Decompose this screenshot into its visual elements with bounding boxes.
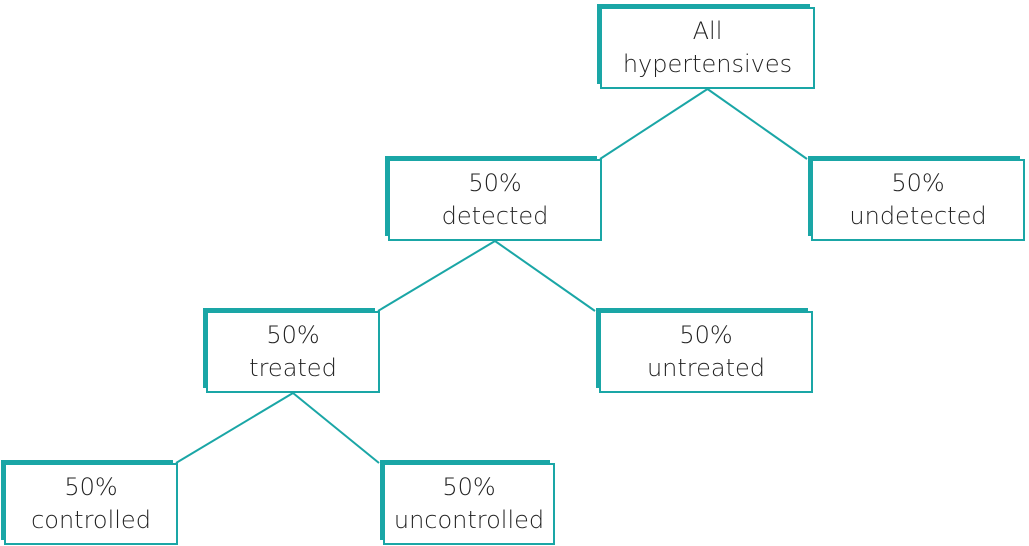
node-untreated-line2: untreated [646, 354, 766, 382]
node-uncontrolled-line1: 50% [442, 473, 496, 501]
node-undetected: 50% undetected [808, 156, 1025, 241]
node-detected: 50% detected [385, 156, 602, 241]
node-detected-line1: 50% [468, 169, 522, 197]
node-treated: 50% treated [203, 308, 380, 393]
connector-detected-treated [377, 240, 496, 312]
node-all-hypertensives: All hypertensives [597, 4, 815, 89]
node-controlled-line1: 50% [64, 473, 118, 501]
connector-treated-uncontrolled [292, 392, 380, 464]
node-untreated-line1: 50% [679, 321, 733, 349]
node-all-line2: hypertensives [622, 50, 793, 78]
node-all-line1: All [692, 17, 723, 45]
node-uncontrolled-line2: uncontrolled [393, 506, 545, 534]
node-untreated: 50% untreated [596, 308, 813, 393]
node-treated-line1: 50% [266, 321, 320, 349]
connector-all-undetected [706, 88, 808, 160]
node-undetected-line1: 50% [891, 169, 945, 197]
node-controlled: 50% controlled [1, 460, 178, 545]
node-undetected-line2: undetected [849, 202, 987, 230]
connector-detected-untreated [494, 240, 596, 312]
node-detected-line2: detected [441, 202, 549, 230]
connector-all-detected [599, 88, 709, 160]
node-controlled-line2: controlled [31, 506, 151, 534]
node-uncontrolled: 50% uncontrolled [380, 460, 555, 545]
node-treated-line2: treated [249, 354, 337, 382]
connector-treated-controlled [175, 392, 294, 464]
